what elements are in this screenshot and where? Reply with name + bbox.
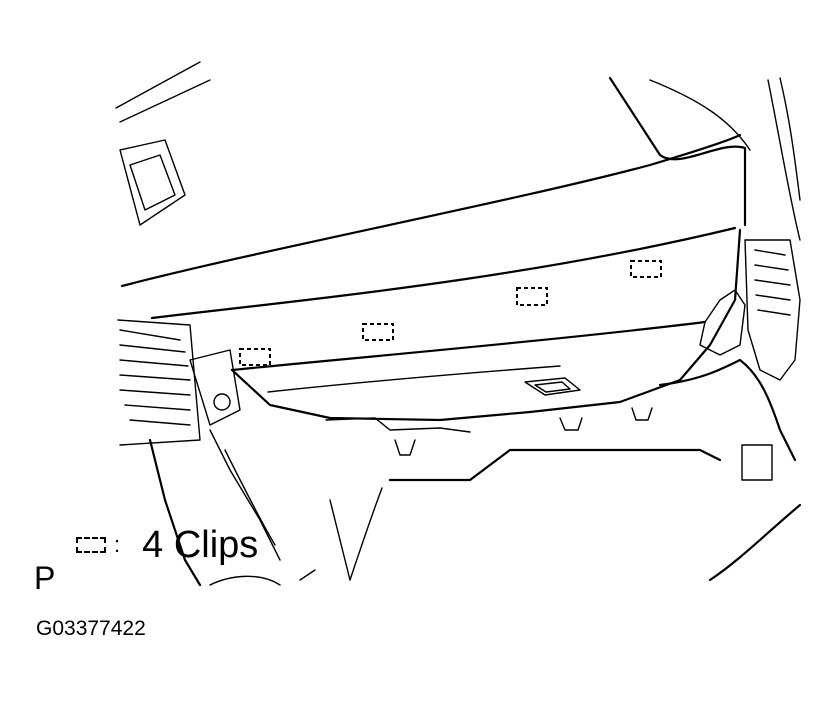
radiator-fins xyxy=(119,329,191,426)
fender-upper-edge xyxy=(649,79,751,151)
undercover-side-flange xyxy=(699,289,746,356)
strut-outline xyxy=(744,239,801,381)
clip-mark-icon xyxy=(76,537,106,553)
legend-text: 4 Clips xyxy=(142,524,259,566)
undercover-vent xyxy=(524,377,581,396)
lamp-outline xyxy=(119,139,186,226)
lower-frame-mid xyxy=(209,429,281,561)
fender-top-curve xyxy=(608,76,747,227)
undercover-mid-line xyxy=(267,365,561,393)
legend-separator: : xyxy=(114,532,121,557)
lower-frame-left xyxy=(148,438,202,587)
radiator-frame xyxy=(117,319,201,446)
lower-left-line-2 xyxy=(349,487,383,581)
hood-edge-line xyxy=(115,61,201,109)
body-right-edge xyxy=(767,79,801,241)
lower-right-edge xyxy=(708,503,802,582)
bolt-1 xyxy=(394,439,416,456)
clip-mark-3 xyxy=(516,287,548,306)
bolt-center xyxy=(213,393,231,411)
hood-edge-line-2 xyxy=(119,79,211,123)
lower-frame-inner xyxy=(224,449,276,546)
clip-mark-1 xyxy=(239,348,271,366)
connector-box xyxy=(741,444,773,481)
fender-panel-outline xyxy=(120,133,742,288)
bracket-left xyxy=(325,417,471,433)
hose-line xyxy=(658,358,797,462)
clip-mark-4 xyxy=(630,260,662,278)
view-label: P xyxy=(34,560,56,596)
strut-lines xyxy=(754,249,791,316)
wheel-arc xyxy=(209,575,281,586)
bracket-center xyxy=(189,349,241,426)
bolt-3 xyxy=(631,407,653,421)
undercover-rear-edge xyxy=(230,228,742,422)
clip-mark-2 xyxy=(362,323,394,341)
lower-crossmember xyxy=(388,448,722,482)
lower-left-line xyxy=(329,499,351,581)
body-right-edge-2 xyxy=(779,77,801,201)
bolt-2 xyxy=(559,417,583,431)
undercover-front-edge xyxy=(150,226,737,320)
figure-id: G03377422 xyxy=(36,617,146,640)
wheel-arc-2 xyxy=(299,569,316,581)
undercover-lower-edge xyxy=(230,320,707,372)
undercover-vent-inner xyxy=(534,381,571,393)
legend: : 4 Clips xyxy=(76,520,258,570)
lamp-inner xyxy=(129,154,176,211)
